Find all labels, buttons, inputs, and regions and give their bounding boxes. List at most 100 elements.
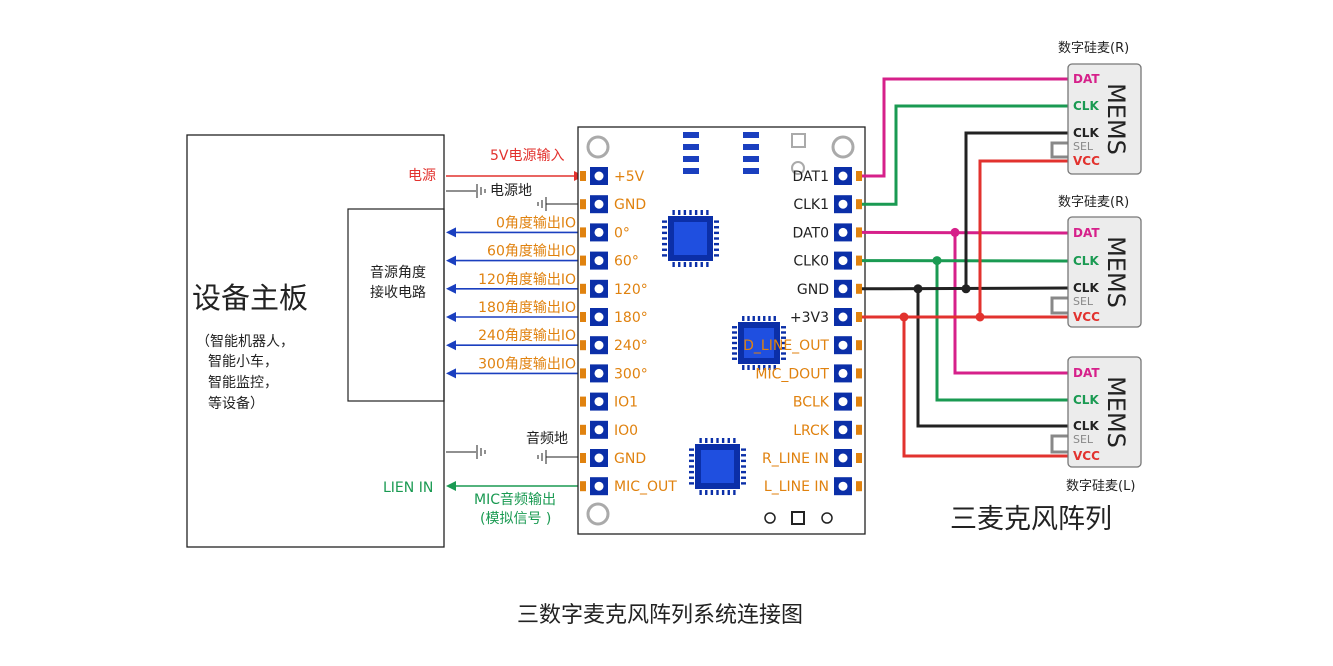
mcu-chip bbox=[662, 210, 719, 267]
angle-output-label: 240角度输出IO bbox=[478, 328, 576, 344]
right-pin-hole bbox=[839, 454, 848, 463]
mems-pin-label: SEL bbox=[1073, 140, 1094, 153]
mems-pin-label: DAT bbox=[1073, 226, 1100, 240]
right-pin-lead bbox=[856, 453, 862, 463]
angle-output-arrowhead bbox=[446, 340, 456, 350]
mems-pin-label: CLK bbox=[1073, 126, 1099, 140]
mems-pin-label: DAT bbox=[1073, 366, 1100, 380]
right-pin-hole bbox=[839, 425, 848, 434]
left-pin-label: IO0 bbox=[614, 423, 638, 439]
mems-chip-label: MEMS bbox=[1102, 376, 1130, 448]
right-pin-label: LRCK bbox=[793, 423, 830, 439]
wire-junction bbox=[933, 256, 942, 265]
line-in-label: LIEN IN bbox=[383, 480, 433, 496]
right-pin-lead bbox=[856, 227, 862, 237]
mems-name-label: 数字硅麦(L) bbox=[1066, 479, 1135, 494]
array-title: 三麦克风阵列 bbox=[950, 504, 1112, 535]
mainboard-desc-3: 智能监控， bbox=[208, 375, 278, 391]
right-pin-label: DAT0 bbox=[793, 225, 829, 241]
left-pin-lead bbox=[580, 256, 586, 266]
mainboard-desc-4: 等设备） bbox=[208, 395, 264, 412]
left-pin-label: IO1 bbox=[614, 395, 638, 411]
mems-pin-label: VCC bbox=[1073, 310, 1100, 324]
right-pin-hole bbox=[839, 397, 848, 406]
mems-microphones: MEMSDATCLKCLKSELVCC数字硅麦(R)MEMSDATCLKCLKS… bbox=[1058, 41, 1141, 494]
left-pin-hole bbox=[595, 341, 604, 350]
left-pin-hole bbox=[595, 228, 604, 237]
wire-gnd-branch-3 bbox=[918, 289, 1068, 426]
ground-symbol-2 bbox=[538, 197, 546, 211]
angle-output-arrows: 0角度输出IO60角度输出IO120角度输出IO180角度输出IO240角度输出… bbox=[446, 215, 584, 378]
mems-pin-label: CLK bbox=[1073, 419, 1099, 433]
left-pin-label: +5V bbox=[614, 169, 645, 185]
audio-gnd-label: 音频地 bbox=[526, 430, 568, 447]
right-pin-label: CLK1 bbox=[793, 197, 829, 213]
sel-jumper bbox=[1052, 298, 1068, 313]
mic-out-label-1: MIC音频输出 bbox=[474, 491, 556, 508]
right-pin-hole bbox=[839, 256, 848, 265]
left-pin-hole bbox=[595, 454, 604, 463]
right-pin-lead bbox=[856, 340, 862, 350]
right-pin-hole bbox=[839, 228, 848, 237]
right-pin-label: DAT1 bbox=[793, 169, 829, 185]
wire-junction bbox=[900, 313, 909, 322]
angle-output-arrowhead bbox=[446, 368, 456, 378]
right-pin-hole bbox=[839, 482, 848, 491]
angle-output-arrowhead bbox=[446, 312, 456, 322]
mems-pin-label: CLK bbox=[1073, 254, 1099, 268]
left-pin-label: MIC_OUT bbox=[614, 479, 677, 495]
right-pin-label: BCLK bbox=[793, 395, 830, 411]
left-pin-lead bbox=[580, 227, 586, 237]
left-pin-hole bbox=[595, 256, 604, 265]
wire-clk0-branch bbox=[937, 261, 1068, 400]
angle-output-label: 0角度输出IO bbox=[496, 215, 576, 231]
mainboard-title: 设备主板 bbox=[192, 281, 308, 315]
left-pin-lead bbox=[580, 425, 586, 435]
right-pin-lead bbox=[856, 425, 862, 435]
left-pin-lead bbox=[580, 368, 586, 378]
power-label: 电源 bbox=[408, 168, 436, 184]
right-pin-label: MIC_DOUT bbox=[755, 366, 829, 382]
angle-output-arrowhead bbox=[446, 227, 456, 237]
left-pin-label: GND bbox=[614, 197, 646, 213]
mainboard-desc-2: 智能小车， bbox=[208, 353, 278, 370]
right-pin-lead bbox=[856, 368, 862, 378]
figure-caption: 三数字麦克风阵列系统连接图 bbox=[517, 603, 803, 628]
angle-output-arrowhead bbox=[446, 256, 456, 266]
mems-chip-label: MEMS bbox=[1102, 83, 1130, 155]
left-pin-label: 180° bbox=[614, 310, 648, 326]
left-pin-label: 240° bbox=[614, 338, 648, 354]
ground-symbol-4 bbox=[538, 450, 546, 464]
left-pin-lead bbox=[580, 481, 586, 491]
power-gnd-label: 电源地 bbox=[490, 183, 532, 199]
left-pin-hole bbox=[595, 369, 604, 378]
power-input-label: 5V电源输入 bbox=[490, 148, 564, 164]
right-pin-label: GND bbox=[797, 282, 829, 298]
left-pin-lead bbox=[580, 453, 586, 463]
dsp-chip bbox=[689, 438, 746, 495]
right-pin-label: R_LINE IN bbox=[762, 451, 829, 467]
right-pin-hole bbox=[839, 313, 848, 322]
right-pin-lead bbox=[856, 284, 862, 294]
receiver-box bbox=[348, 209, 444, 401]
right-pin-label: D_LINE_OUT bbox=[743, 338, 829, 354]
wire-3v3-branch-3 bbox=[904, 317, 1068, 456]
right-pin-lead bbox=[856, 171, 862, 181]
mems-pin-label: CLK bbox=[1073, 393, 1099, 407]
sel-jumper bbox=[1052, 143, 1068, 157]
left-pin-label: 0° bbox=[614, 225, 630, 241]
sel-jumper bbox=[1052, 436, 1068, 452]
left-pin-label: GND bbox=[614, 451, 646, 467]
angle-output-label: 60角度输出IO bbox=[487, 244, 576, 260]
mems-pin-label: SEL bbox=[1073, 295, 1094, 308]
mems-chip-label: MEMS bbox=[1102, 236, 1130, 308]
left-pin-lead bbox=[580, 340, 586, 350]
right-pin-lead bbox=[856, 397, 862, 407]
right-pin-hole bbox=[839, 369, 848, 378]
angle-output-label: 180角度输出IO bbox=[478, 300, 576, 316]
angle-output-label: 300角度输出IO bbox=[478, 356, 576, 372]
